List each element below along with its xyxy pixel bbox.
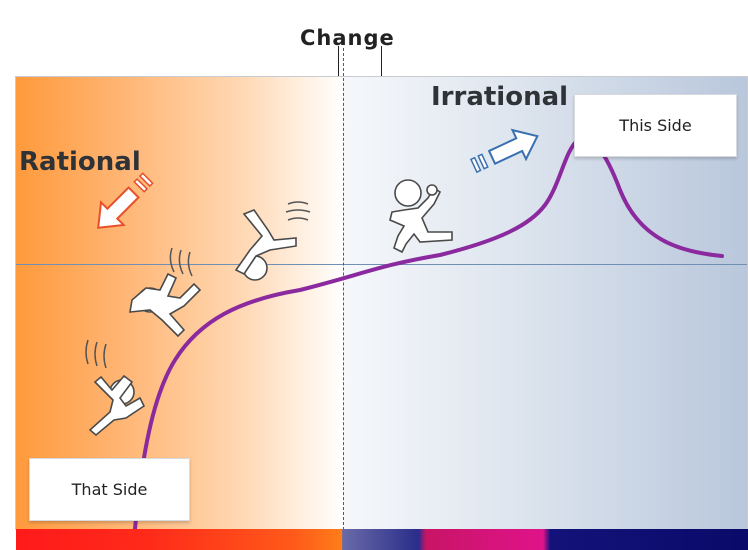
arrow-up-right-icon xyxy=(469,128,539,174)
top-label: Change xyxy=(300,26,395,50)
running-person-icon xyxy=(389,179,453,254)
rational-label: Rational xyxy=(19,147,141,177)
tumbling-person-icon xyxy=(129,272,202,338)
top-marker-right xyxy=(381,46,382,76)
spectrum-bar xyxy=(16,529,748,550)
cartwheel-person-icon xyxy=(234,209,297,281)
motion-lines xyxy=(285,201,311,221)
horizontal-axis-line xyxy=(16,264,748,265)
falling-person-icon xyxy=(88,374,146,437)
irrational-label: Irrational xyxy=(431,82,569,112)
that-side-box: That Side xyxy=(29,458,190,521)
motion-lines xyxy=(85,339,107,369)
arrow-down-left-icon xyxy=(97,172,154,229)
motion-lines xyxy=(169,247,193,277)
this-side-box: This Side xyxy=(574,94,737,157)
top-marker-left xyxy=(338,46,339,76)
center-divider xyxy=(343,48,344,530)
transition-curve xyxy=(131,136,724,550)
